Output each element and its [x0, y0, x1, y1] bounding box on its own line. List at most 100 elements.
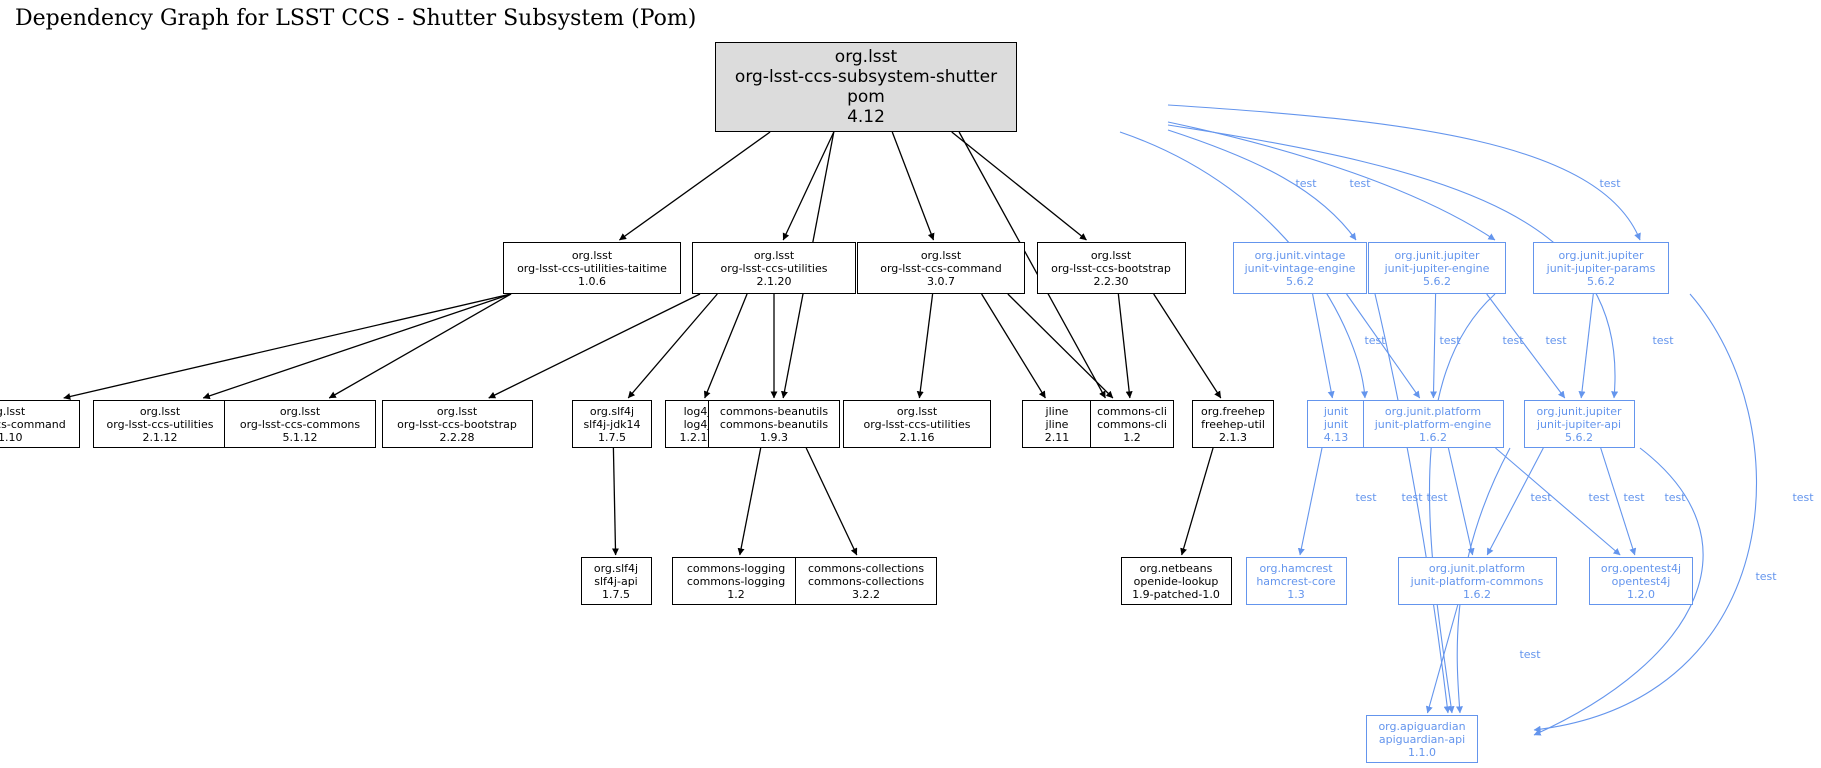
node-jupapi-line-0: org.junit.jupiter — [1536, 404, 1622, 418]
node-jupparams-line-2: 5.6.2 — [1587, 274, 1615, 288]
node-beanutils-line-0: commons-beanutils — [719, 404, 829, 418]
node-beanutils-line-2: 1.9.3 — [760, 430, 788, 444]
edge-root-to-cmd307 — [891, 131, 935, 241]
node-util2112-line-1: org-lsst-ccs-utilities — [106, 417, 214, 431]
edge-beanutils-to-logging — [737, 447, 762, 556]
node-freehep-line-0: org.freehep — [1201, 404, 1265, 418]
node-slf4japi-line-2: 1.7.5 — [602, 587, 630, 601]
edge-label-jupapi-to-platcommons: test — [1588, 491, 1610, 504]
node-platcommons-line-2: 1.6.2 — [1463, 587, 1491, 601]
node-cmd2110-line-2: 2.1.10 — [0, 430, 23, 444]
edge-label-vintage-to-junit: test — [1364, 334, 1386, 347]
edge-label-plateng-to-opentest4j: test — [1623, 491, 1645, 504]
edge-label-root-to-vintage: test — [1295, 177, 1317, 190]
edge-label-jupparams-to-apiguardian: test — [1792, 491, 1814, 504]
node-jline-line-2: 2.11 — [1044, 430, 1070, 444]
node-jupparams-line-0: org.junit.jupiter — [1558, 248, 1644, 262]
edge-slf4jjdk-to-slf4japi — [611, 447, 619, 556]
edge-label-vintage-to-plateng: test — [1439, 334, 1461, 347]
edge-root-to-cli — [958, 131, 1106, 399]
node-log4j-line-0: log4j — [683, 404, 711, 418]
node-junit-line-0: junit — [1323, 404, 1349, 418]
node-plateng-line-0: org.junit.platform — [1384, 404, 1482, 418]
edge-taitime-to-commons5112 — [328, 293, 512, 399]
node-root-line-1: org-lsst-ccs-subsystem-shutter — [734, 67, 998, 87]
node-util2120-line-1: org-lsst-ccs-utilities — [720, 261, 828, 275]
node-util2116-line-2: 2.1.16 — [899, 430, 935, 444]
node-openide-line-0: org.netbeans — [1139, 561, 1213, 575]
edge-util2120-to-slf4jjdk — [627, 293, 718, 399]
node-jline-line-0: jline — [1045, 404, 1069, 418]
diagram-title: Dependency Graph for LSST CCS - Shutter … — [15, 6, 697, 31]
edge-jupeng-to-jupapi — [1486, 293, 1566, 399]
node-commons5112-line-2: 5.1.12 — [282, 430, 318, 444]
node-platcommons-line-1: junit-platform-commons — [1410, 574, 1544, 588]
edge-vintage-to-apiguardian — [1374, 293, 1451, 714]
node-slf4japi-line-1: slf4j-api — [594, 574, 638, 588]
node-boot2230-line-2: 2.2.30 — [1093, 274, 1129, 288]
edge-beanutils-to-collections — [805, 447, 858, 556]
node-hamcrest-line-1: hamcrest-core — [1256, 574, 1336, 588]
node-apiguardian-line-1: apiguardian-api — [1378, 732, 1466, 746]
node-plateng-line-1: junit-platform-engine — [1374, 417, 1492, 431]
edge-cmd307-to-jline — [981, 293, 1046, 399]
node-slf4japi-line-0: org.slf4j — [593, 561, 639, 575]
edge-vintage-to-junit — [1312, 293, 1335, 399]
node-jupeng-line-2: 5.6.2 — [1423, 274, 1451, 288]
node-boot2230-line-0: org.lsst — [1090, 248, 1132, 262]
edge-root-to-vintage — [1167, 129, 1357, 241]
node-hamcrest-line-2: 1.3 — [1287, 587, 1305, 601]
node-root-line-0: org.lsst — [834, 47, 898, 67]
node-apiguardian-line-2: 1.1.0 — [1408, 745, 1436, 759]
node-freehep-line-2: 2.1.3 — [1219, 430, 1247, 444]
node-apiguardian-line-0: org.apiguardian — [1378, 719, 1466, 733]
node-root-line-3: 4.12 — [847, 107, 885, 127]
edge-util2120-to-boot2228 — [488, 293, 701, 399]
node-logging-line-1: commons-logging — [686, 574, 786, 588]
node-collections-line-1: commons-collections — [807, 574, 925, 588]
edge-label-platcommons-to-apiguardian: test — [1519, 648, 1541, 661]
node-jupparams-line-1: junit-jupiter-params — [1546, 261, 1656, 275]
node-opentest4j-line-1: opentest4j — [1611, 574, 1671, 588]
node-cli-line-1: commons-cli — [1097, 417, 1167, 431]
node-plateng-line-2: 1.6.2 — [1419, 430, 1447, 444]
edge-label-root-to-jupeng: test — [1349, 177, 1371, 190]
node-cli-line-2: 1.2 — [1123, 430, 1141, 444]
edge-label-jupparams-to-jupapi: test — [1652, 334, 1674, 347]
edge-freehep-to-openide — [1180, 447, 1214, 556]
node-opentest4j-line-2: 1.2.0 — [1627, 587, 1655, 601]
node-openide-line-1: openide-lookup — [1133, 574, 1219, 588]
edge-jupparams-to-apiguardian — [1533, 293, 1757, 733]
node-commons5112-line-1: org-lsst-ccs-commons — [239, 417, 361, 431]
edge-root-to-jupapi — [1167, 124, 1619, 399]
node-util2112-line-2: 2.1.12 — [142, 430, 178, 444]
edge-vintage-to-plateng — [1346, 293, 1421, 399]
node-log4j-line-2: 1.2.17 — [679, 430, 715, 444]
node-util2112-line-0: org.lsst — [139, 404, 181, 418]
node-junit-line-2: 4.13 — [1323, 430, 1349, 444]
node-util2120-line-2: 2.1.20 — [756, 274, 792, 288]
edge-plateng-to-opentest4j — [1495, 447, 1621, 556]
edge-label-junit-to-hamcrest: test — [1355, 491, 1377, 504]
node-slf4jjdk-line-2: 1.7.5 — [598, 430, 626, 444]
edge-jupeng-to-plateng — [1430, 293, 1438, 399]
edge-label-jupeng-to-jupapi: test — [1545, 334, 1567, 347]
node-jline-line-1: jline — [1045, 417, 1069, 431]
node-log4j-line-1: log4j — [683, 417, 711, 431]
edge-cmd307-to-cli — [1007, 293, 1114, 399]
edge-jupapi-to-opentest4j — [1600, 447, 1637, 556]
